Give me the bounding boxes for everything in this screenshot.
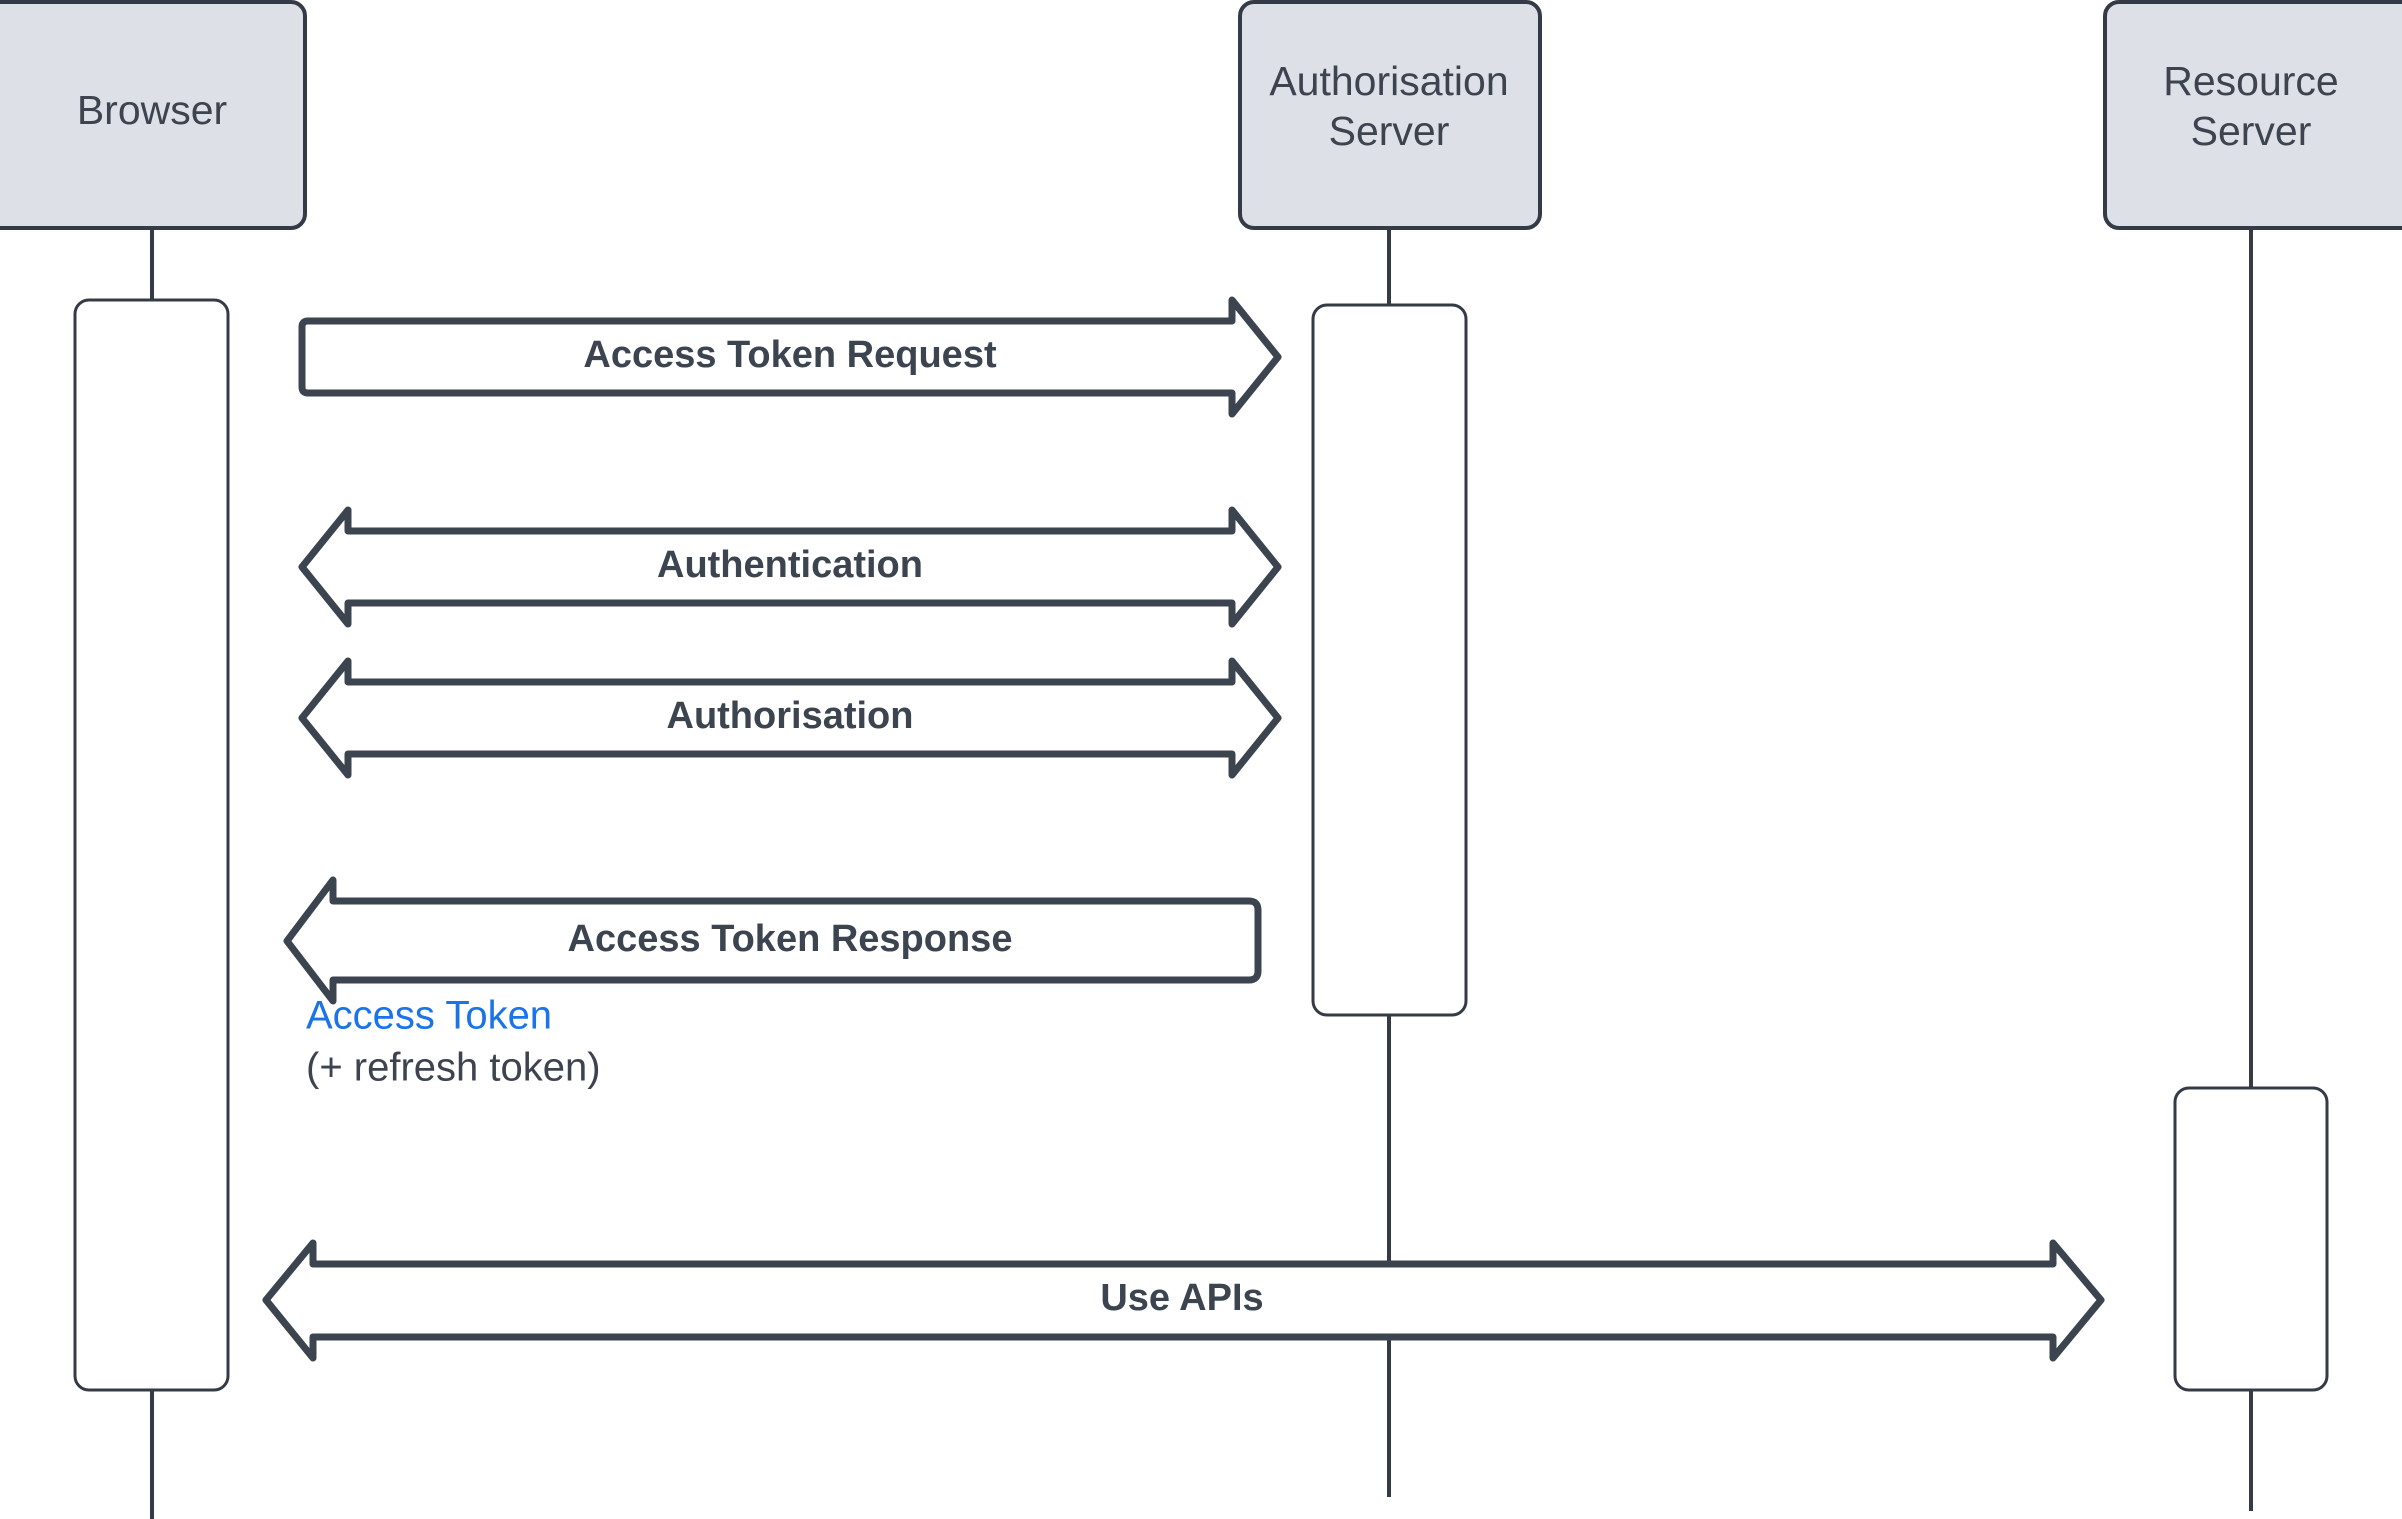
message-label-access-token-response: Access Token Response — [568, 918, 1013, 960]
actor-header-auth-server[interactable]: Authorisation Server — [1238, 0, 1542, 230]
message-label-authentication: Authentication — [657, 544, 923, 586]
actor-label-resource-server-line2: Server — [2191, 108, 2312, 154]
message-access-token-response[interactable]: Access Token Response — [283, 876, 1262, 1005]
actor-header-resource-server[interactable]: Resource Server — [2103, 0, 2402, 230]
arrow-shape-access-token-response — [283, 876, 1262, 1005]
arrow-shape-authorisation — [298, 657, 1282, 779]
message-use-apis[interactable]: Use APIs — [262, 1239, 2105, 1362]
message-authentication[interactable]: Authentication — [298, 506, 1282, 628]
arrow-shape-authentication — [298, 506, 1282, 628]
actor-label-browser: Browser — [77, 87, 227, 133]
note-access-token: Access Token — [306, 994, 552, 1038]
actor-box-auth-server — [1238, 0, 1542, 230]
actor-label-resource-server-line1: Resource — [2163, 58, 2338, 104]
message-label-authorisation: Authorisation — [667, 695, 914, 737]
message-authorisation[interactable]: Authorisation — [298, 657, 1282, 779]
actor-header-browser[interactable]: Browser — [0, 0, 307, 230]
activation-bar-browser — [73, 298, 230, 1392]
actor-box-resource-server — [2103, 0, 2402, 230]
message-label-access-token-request: Access Token Request — [583, 334, 997, 376]
message-label-use-apis: Use APIs — [1100, 1277, 1263, 1319]
activation-bar-auth-server — [1311, 303, 1468, 1017]
activation-bar-resource-server — [2173, 1086, 2329, 1392]
arrow-shape-access-token-request — [298, 296, 1282, 418]
actor-label-auth-server-line2: Server — [1329, 108, 1450, 154]
actor-label-auth-server-line1: Authorisation — [1269, 58, 1508, 104]
arrow-shape-use-apis — [262, 1239, 2105, 1362]
actor-box-browser — [0, 0, 307, 230]
note-refresh-token: (+ refresh token) — [306, 1046, 601, 1090]
message-access-token-request[interactable]: Access Token Request — [298, 296, 1282, 418]
